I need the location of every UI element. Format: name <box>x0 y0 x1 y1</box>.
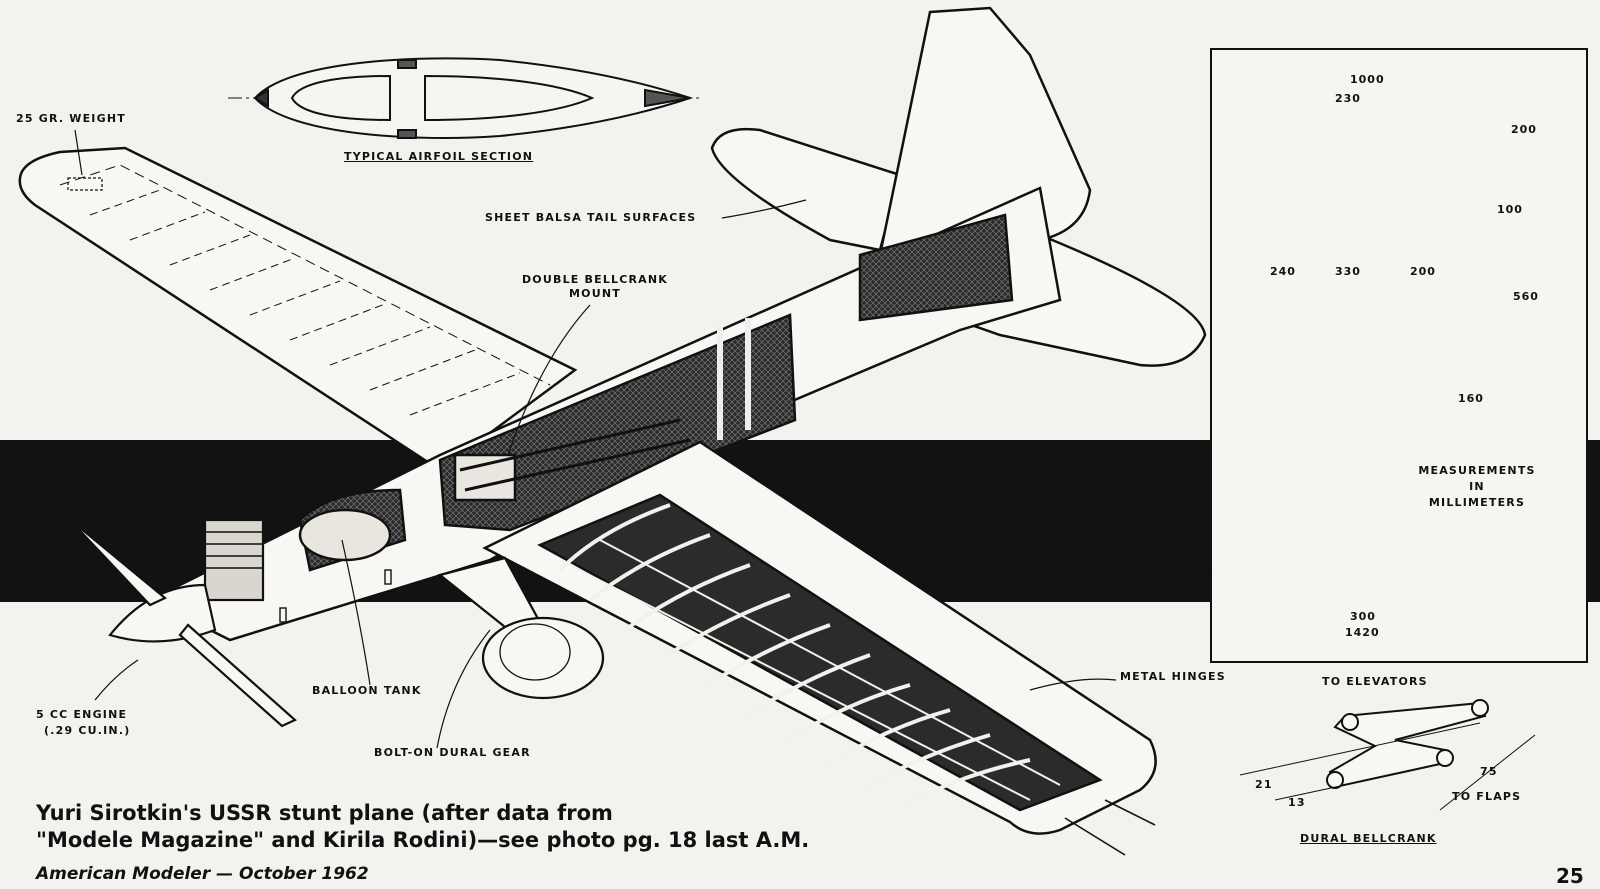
dim-length: 1000 <box>1347 73 1388 86</box>
label-engine-line2: (.29 CU.IN.) <box>44 724 131 737</box>
label-airfoil-section: TYPICAL AIRFOIL SECTION <box>344 150 534 163</box>
dim-bellcrank-13: 13 <box>1288 796 1306 809</box>
label-metal-hinges: METAL HINGES <box>1120 670 1226 683</box>
label-bellcrank-mount-line1: DOUBLE BELLCRANK <box>521 273 669 286</box>
label-engine-line1: 5 CC ENGINE <box>36 708 128 721</box>
label-balloon-tank: BALLOON TANK <box>312 684 422 697</box>
dim-stab-span: 560 <box>1510 290 1542 303</box>
label-bellcrank-mount-line2: MOUNT <box>569 287 621 300</box>
label-dural-gear: BOLT-ON DURAL GEAR <box>374 746 531 759</box>
figure-caption: Yuri Sirotkin's USSR stunt plane (after … <box>36 800 809 854</box>
airfoil-section <box>228 57 700 139</box>
caption-line2: "Modele Magazine" and Kirila Rodini)—see… <box>36 828 810 852</box>
dim-tip: 100 <box>1494 203 1526 216</box>
engine-assembly <box>67 517 297 728</box>
dim-bellcrank-21: 21 <box>1255 778 1273 791</box>
publication-credit: American Modeler — October 1962 <box>36 864 369 884</box>
dim-canopy: 230 <box>1332 92 1364 105</box>
label-to-flaps: TO FLAPS <box>1452 790 1522 803</box>
caption-line1: Yuri Sirotkin's USSR stunt plane (after … <box>36 801 613 825</box>
label-dural-bellcrank: DURAL BELLCRANK <box>1300 832 1437 845</box>
measurement-note-line1: MEASUREMENTS <box>1418 464 1536 477</box>
dim-gear-track: 300 <box>1347 610 1379 623</box>
dim-bellcrank-75: 75 <box>1480 765 1498 778</box>
three-view-panel: 1000 230 200 100 240 330 200 560 160 MEA… <box>1210 48 1588 663</box>
bellcrank-drawing <box>1239 699 1536 811</box>
dim-height: 200 <box>1508 123 1540 136</box>
measurement-note-line2: IN <box>1469 480 1485 493</box>
right-wing <box>482 440 1157 856</box>
page-number: 25 <box>1556 864 1584 888</box>
dim-span: 1420 <box>1342 626 1383 639</box>
label-to-elevators: TO ELEVATORS <box>1322 675 1428 688</box>
dim-chord: 330 <box>1332 265 1364 278</box>
dim-nose: 240 <box>1267 265 1299 278</box>
measurement-note-line3: MILLIMETERS <box>1428 496 1526 509</box>
left-wing <box>18 146 578 472</box>
leader-lines <box>74 129 1117 749</box>
label-tail-surfaces: SHEET BALSA TAIL SURFACES <box>485 211 697 224</box>
label-weight: 25 GR. WEIGHT <box>16 112 126 125</box>
dim-stab-chord: 160 <box>1455 392 1487 405</box>
landing-gear <box>437 556 605 700</box>
dim-tail-arm: 200 <box>1407 265 1439 278</box>
